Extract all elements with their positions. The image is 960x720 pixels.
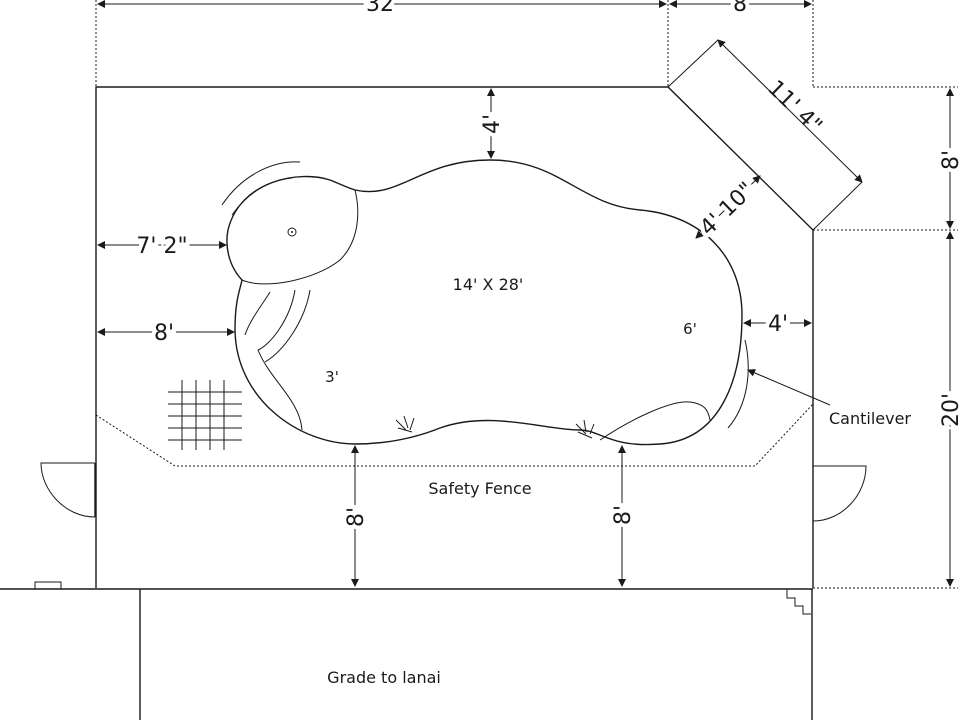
steps-curve [257,289,303,431]
dim-top-corner: 8 [733,0,747,17]
dim-bottom-left: 8' [344,507,369,527]
step-detail [786,589,811,615]
dim-left-lower: 8' [154,321,174,346]
light-icon [575,419,595,439]
dim-pool-diagonal: 4' 10" [695,178,759,241]
dim-line-pool-diagonal [695,175,761,239]
grate-grid [168,380,242,450]
light-icon [395,415,415,433]
swirl-line [231,177,293,216]
equipment-pad [34,581,62,590]
dim-diagonal: 11' 4" [762,76,826,139]
dim-bottom-right: 8' [611,505,636,525]
gate-right [812,465,867,522]
deck-outline [95,86,814,588]
cantilever-leader [747,369,831,406]
ledge-edge [241,189,359,285]
pool-outline [226,159,743,446]
dim-top-width: 32 [366,0,394,17]
deep-depth-label: 6' [683,320,697,338]
dim-right-upper: 8' [939,150,960,170]
deep-end-bench [599,401,711,441]
drain-icon-dot [291,231,293,233]
pool-size-label: 14' X 28' [453,275,524,294]
diagonal-tick [667,39,719,88]
steps-curve [264,289,311,363]
cantilever-edge [727,339,749,429]
cantilever-label: Cantilever [829,409,911,428]
dim-left-upper: 7' 2" [136,234,187,259]
dim-line-diagonal [717,39,863,183]
shallow-depth-label: 3' [325,368,339,386]
drain-icon [287,227,297,237]
gate-left [40,462,96,518]
dim-right-mid: 4' [768,312,788,337]
steps-curve [244,291,271,336]
grade-label: Grade to lanai [327,668,441,687]
swirl-line [221,161,301,206]
diagonal-tick [812,181,863,231]
dim-pool-top: 4' [480,114,505,134]
safety-fence-label: Safety Fence [428,479,531,498]
safety-fence-line [95,403,814,467]
dim-right-lower: 20' [939,393,960,427]
